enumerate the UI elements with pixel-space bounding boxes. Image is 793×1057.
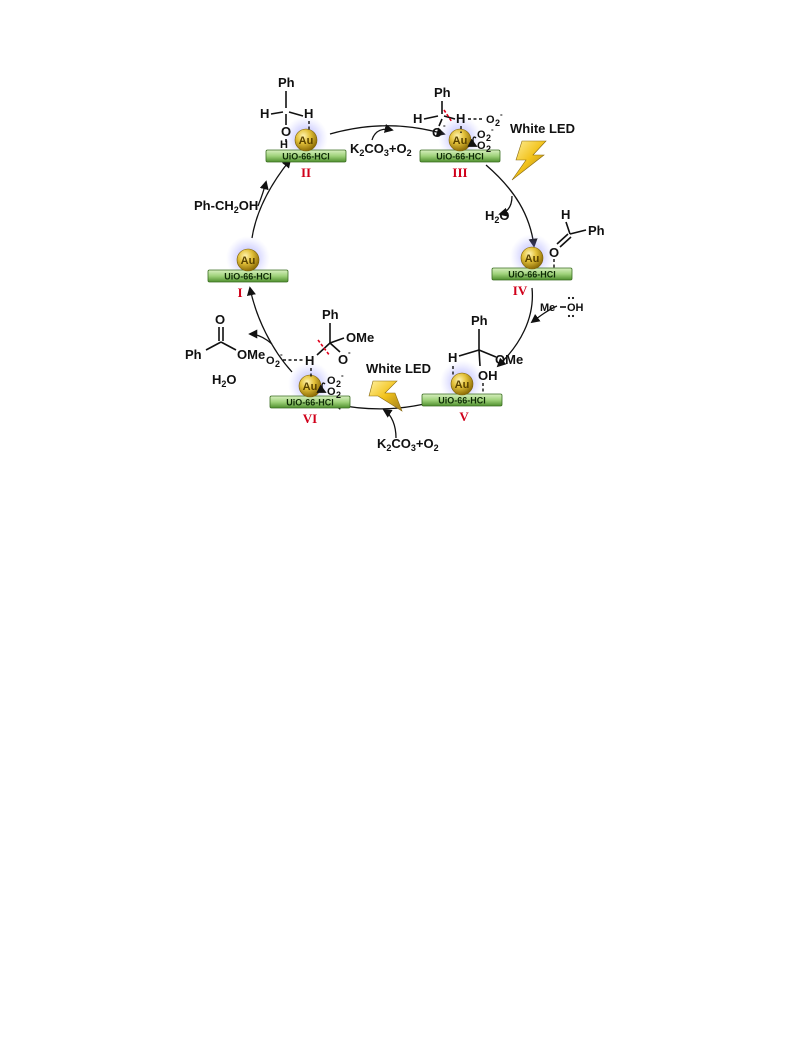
support-label: UiO-66-HCl xyxy=(286,398,334,408)
superoxide-label: O xyxy=(486,114,495,126)
hydrogen-label: H xyxy=(448,350,457,365)
superoxide-subscript: 2 xyxy=(495,118,500,128)
benzyl-alcohol-reagent: Ph-CH2OH xyxy=(194,198,258,215)
support-label: UiO-66-HCl xyxy=(224,272,272,282)
numeral-v: V xyxy=(459,409,469,424)
hydrogen-label: H xyxy=(305,353,314,368)
numeral-iii: III xyxy=(452,165,467,180)
white-led-label-bottom: White LED xyxy=(366,361,431,376)
oxygen-label: O xyxy=(432,125,442,140)
oxygen-label: O xyxy=(338,352,348,367)
reagent-arrows xyxy=(248,123,558,439)
phenyl-label: Ph xyxy=(278,75,295,90)
support-label: UiO-66-HCl xyxy=(438,396,486,406)
structure-iv-adsorbate: H Ph O xyxy=(549,207,605,268)
phenyl-label: Ph xyxy=(434,85,451,100)
hydroxyl-label: OH xyxy=(567,302,584,314)
superoxide-subscript: 2 xyxy=(275,359,280,369)
arrow-vi-to-i xyxy=(246,286,293,373)
superoxide-label: O xyxy=(477,129,486,141)
phenyl-label: Ph xyxy=(322,307,339,322)
au-label: Au xyxy=(303,381,318,393)
structure-v-adsorbate: Ph H OMe OH xyxy=(448,313,523,393)
numeral-ii: II xyxy=(301,165,311,180)
structure-iii-adsorbate: Ph H H O - O 2 - O 2 - O 2 xyxy=(413,85,503,154)
numeral-i: I xyxy=(237,285,242,300)
water-byproduct: H2O xyxy=(485,208,510,225)
au-label: Au xyxy=(241,255,256,267)
superoxide-charge: - xyxy=(500,110,503,119)
methyl-label: Me xyxy=(540,302,555,314)
hydrogen-label: H xyxy=(456,111,465,126)
white-led-label-top: White LED xyxy=(510,121,575,136)
phenyl-label: Ph xyxy=(185,347,202,362)
superoxide-label: O xyxy=(327,375,336,387)
base-oxygen-reagent-top: K2CO3+O2 xyxy=(350,141,412,158)
arrow-base-in-top xyxy=(371,123,394,141)
support-label: UiO-66-HCl xyxy=(436,152,484,162)
state-i: Au UiO-66-HCl I xyxy=(207,235,289,300)
au-label: Au xyxy=(455,379,470,391)
support-label: UiO-66-HCl xyxy=(282,152,330,162)
methoxy-label: OMe xyxy=(495,352,523,367)
arrow-iv-to-v xyxy=(496,287,534,368)
lightning-bolt-icon xyxy=(368,380,403,412)
hydrogen-label: H xyxy=(304,106,313,121)
au-label: Au xyxy=(453,135,468,147)
arrow-methanol-in xyxy=(530,305,558,324)
oxygen-subscript: 2 xyxy=(486,144,491,154)
hydroxyl-label: OH xyxy=(478,368,498,383)
oxygen-label: O xyxy=(477,140,486,152)
arrow-ester-out xyxy=(248,329,273,345)
hydrogen-label: H xyxy=(413,111,422,126)
methoxy-label: OMe xyxy=(237,347,265,362)
oxygen-label: O xyxy=(281,124,291,139)
au-label: Au xyxy=(525,253,540,265)
state-v: Au UiO-66-HCl V xyxy=(421,359,503,424)
superoxide-charge: - xyxy=(280,350,283,359)
oxygen-label: O xyxy=(327,386,336,398)
arrow-substrate-in xyxy=(257,180,269,207)
oxygen-label: O xyxy=(215,312,225,327)
state-ii: Au UiO-66-HCl II xyxy=(265,115,347,180)
arrow-i-to-ii xyxy=(251,158,292,239)
lightning-bolt-icon xyxy=(511,140,547,181)
arrow-base-in-bottom xyxy=(382,409,397,439)
state-iii: Au UiO-66-HCl III xyxy=(419,115,501,180)
structure-ii-adsorbate: Ph H H O H xyxy=(260,75,313,151)
phenyl-label: Ph xyxy=(588,223,605,238)
water-product: H2O xyxy=(212,372,237,389)
state-vi: Au UiO-66-HCl VI xyxy=(269,361,351,426)
arrow-water-out-top xyxy=(498,195,513,217)
hydrogen-label: H xyxy=(280,139,288,151)
methoxy-label: OMe xyxy=(346,330,374,345)
numeral-vi: VI xyxy=(303,411,317,426)
oxygen-subscript: 2 xyxy=(336,390,341,400)
superoxide-subscript: 2 xyxy=(486,133,491,143)
methanol: Me OH xyxy=(540,296,584,318)
au-label: Au xyxy=(299,135,314,147)
superoxide-subscript: 2 xyxy=(336,379,341,389)
methyl-benzoate-product: O Ph OMe H2O xyxy=(185,312,265,389)
support-label: UiO-66-HCl xyxy=(508,270,556,280)
superoxide-label: O xyxy=(266,355,275,367)
structure-vi-adsorbate: Ph OMe O - H O 2 - O 2 - O 2 xyxy=(266,307,374,400)
oxygen-label: O xyxy=(549,245,559,260)
superoxide-charge: - xyxy=(341,371,344,380)
hydrogen-label: H xyxy=(260,106,269,121)
state-iv: Au UiO-66-HCl IV xyxy=(491,233,573,298)
superoxide-charge: - xyxy=(491,125,494,134)
alkoxide-charge: - xyxy=(443,121,446,130)
hydrogen-label: H xyxy=(561,207,570,222)
numeral-iv: IV xyxy=(513,283,528,298)
phenyl-label: Ph xyxy=(471,313,488,328)
base-oxygen-reagent-bottom: K2CO3+O2 xyxy=(377,436,439,453)
alkoxide-charge: - xyxy=(348,348,351,357)
